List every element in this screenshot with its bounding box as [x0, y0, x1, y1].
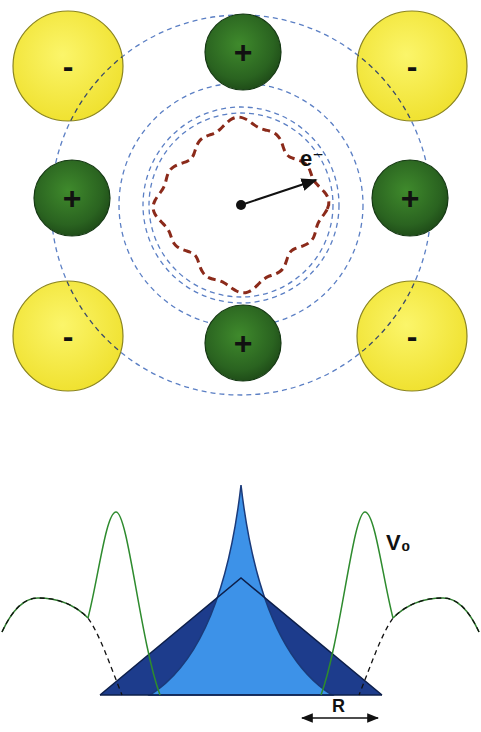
charge-sign: -	[12, 10, 124, 122]
charge-sign: +	[371, 159, 449, 237]
wave-function	[153, 117, 329, 293]
charge-sign: +	[204, 304, 282, 382]
charge-sign: -	[356, 280, 468, 392]
potential-plot	[2, 485, 479, 718]
charge-sign: +	[33, 159, 111, 237]
electron-arrow	[241, 180, 316, 205]
potential-label: V₀	[386, 532, 411, 554]
charge-sign: +	[204, 13, 282, 91]
cation-circle: +	[33, 159, 111, 237]
cation-circle: +	[204, 13, 282, 91]
anion-circle: -	[12, 10, 124, 122]
electron-label: e⁻	[300, 148, 324, 170]
anion-circle: -	[12, 280, 124, 392]
cation-circle: +	[371, 159, 449, 237]
radius-label: R	[332, 697, 345, 715]
charge-sign: -	[356, 10, 468, 122]
anion-circle: -	[356, 280, 468, 392]
charge-sign: -	[12, 280, 124, 392]
cation-circle: +	[204, 304, 282, 382]
anion-circle: -	[356, 10, 468, 122]
